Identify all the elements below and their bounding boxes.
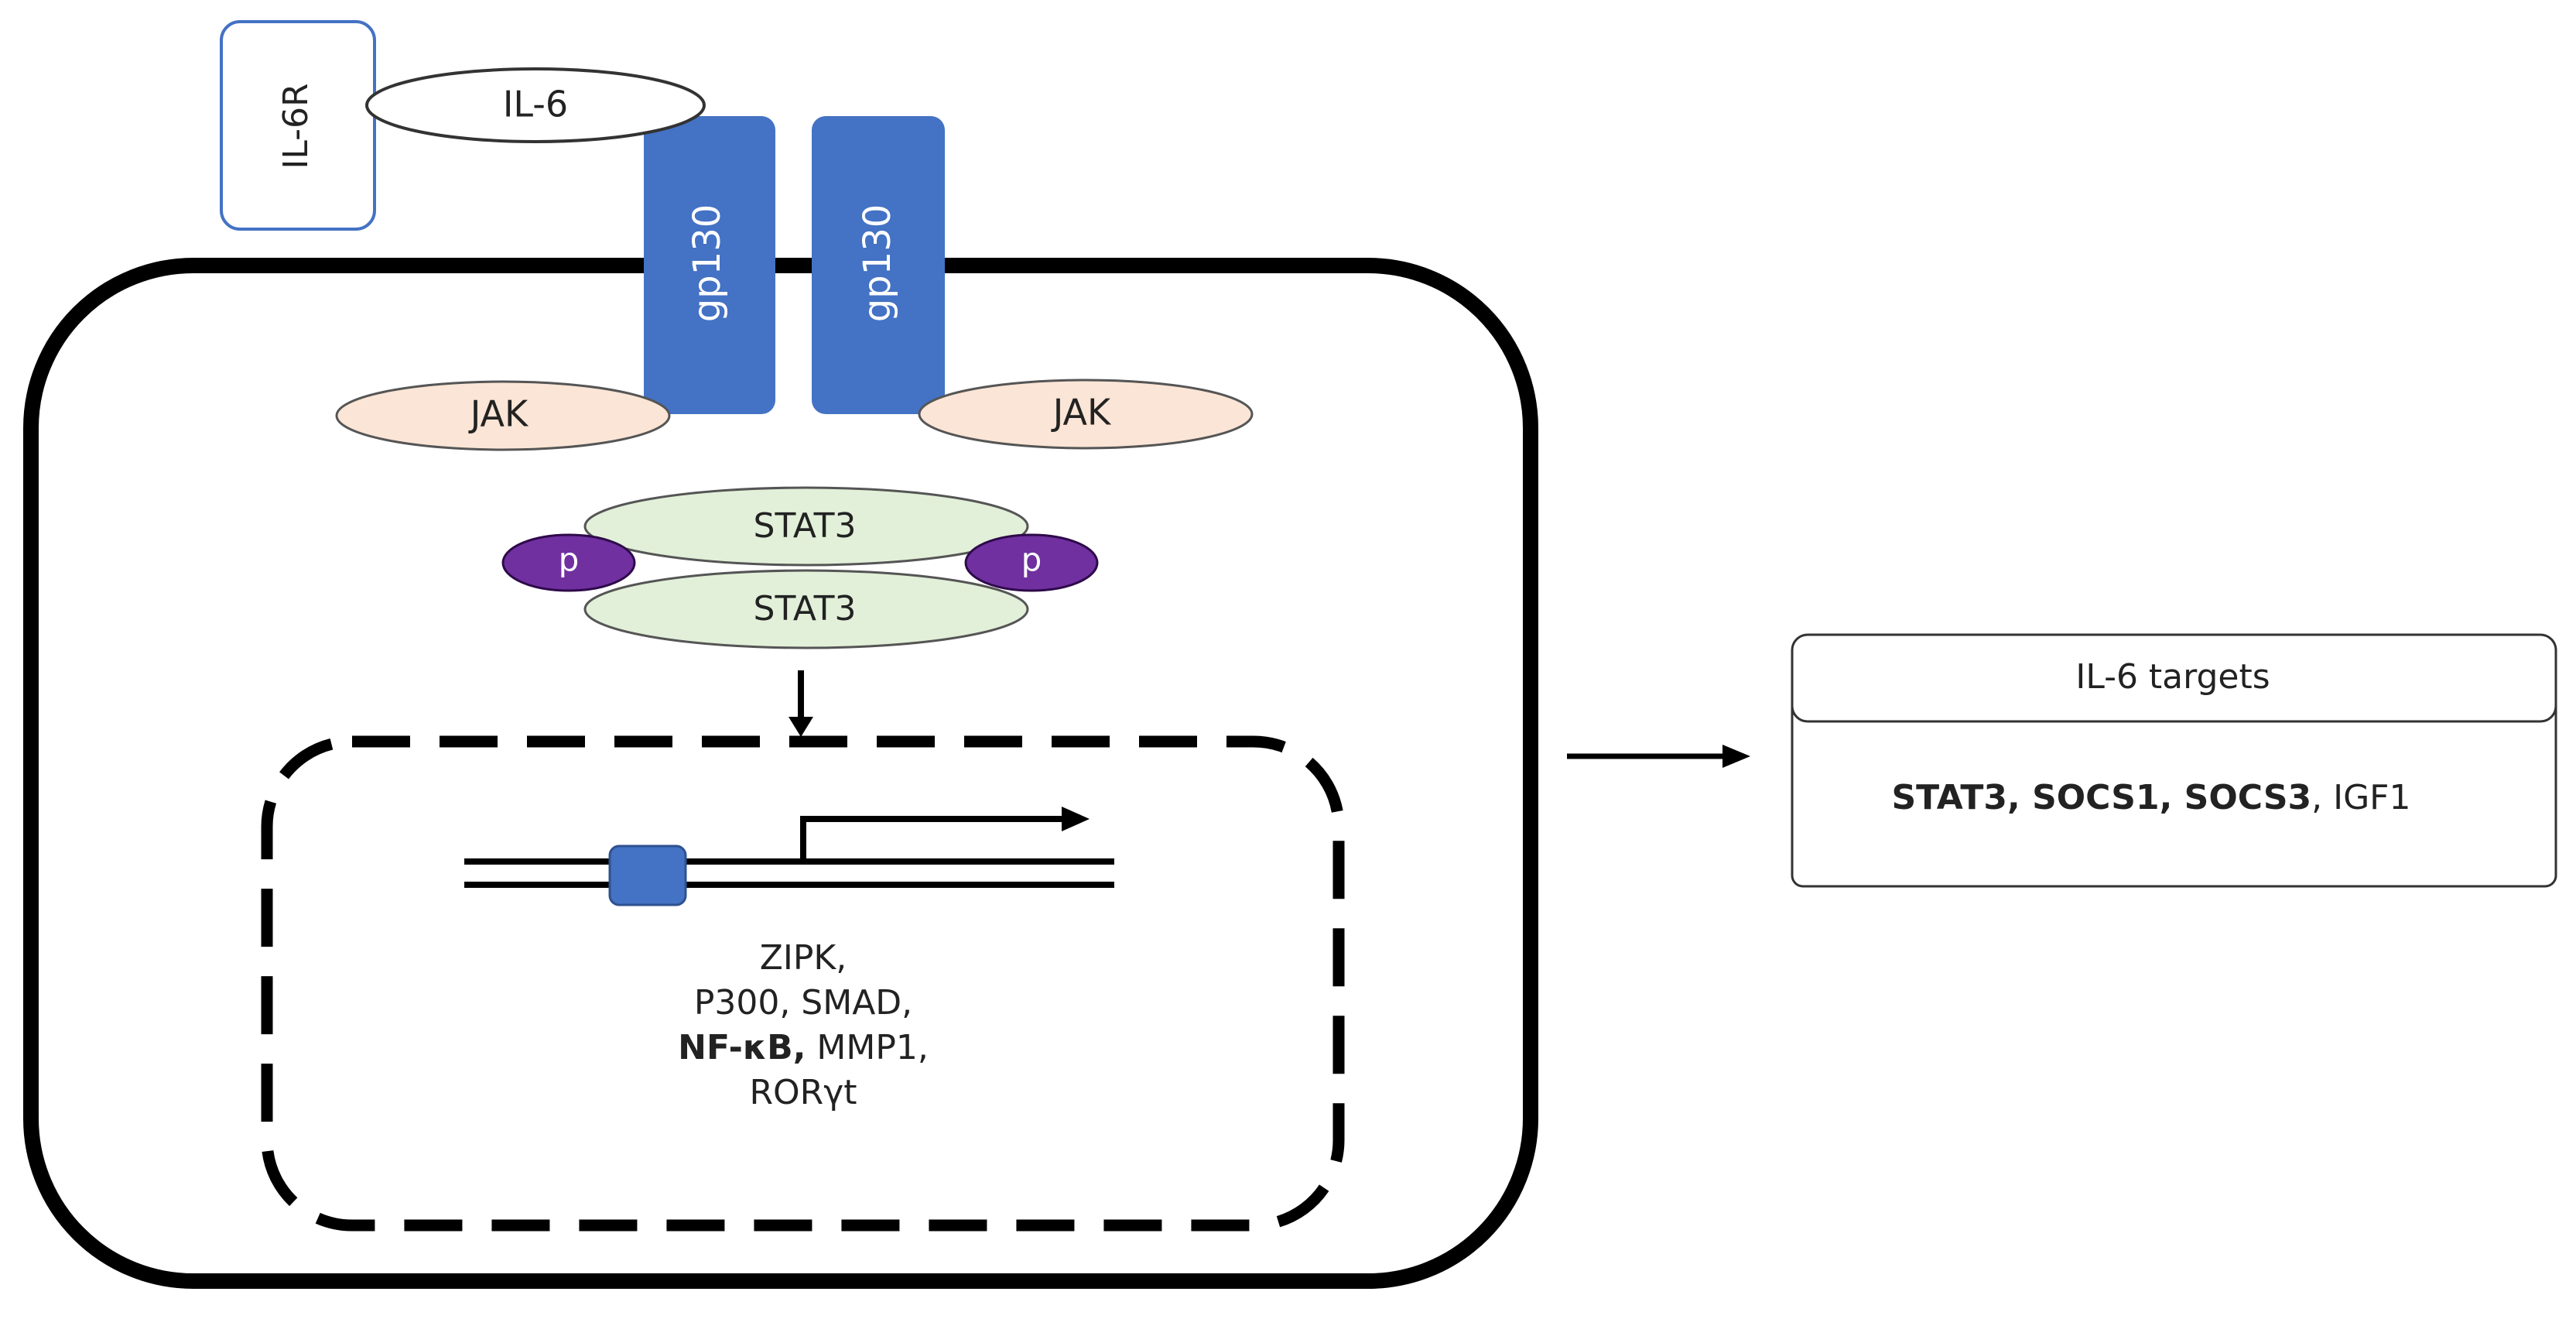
il6-shape xyxy=(365,67,706,143)
il6r-label: IL-6R xyxy=(276,83,316,169)
gene-list-line: P300, SMAD, xyxy=(694,983,912,1023)
il6-ligand: IL-6 xyxy=(365,67,706,143)
targets-box-header-shape xyxy=(1791,633,2557,723)
jak-right-shape xyxy=(918,379,1254,450)
il6-label: IL-6 xyxy=(503,84,568,125)
stat3-dimer: STAT3 STAT3 p p xyxy=(501,486,1099,649)
gp130-right: gp130 xyxy=(812,116,945,414)
cell-membrane xyxy=(23,258,1538,1289)
gp130-left-label: gp130 xyxy=(686,204,729,323)
targets-box-list: STAT3, SOCS1, SOCS3, IGF1 xyxy=(1891,778,2410,817)
gp130-right-shape xyxy=(812,116,945,414)
target-gene: SOCS1, xyxy=(2032,778,2184,817)
stat3-bottom-shape xyxy=(583,569,1029,649)
jak-right: JAK xyxy=(918,379,1254,450)
transcription-arrow xyxy=(800,807,1090,862)
translocation-arrow xyxy=(789,670,813,737)
target-gene: SOCS3 xyxy=(2184,778,2312,817)
il6r-shape xyxy=(220,20,376,231)
gp130-left: gp130 xyxy=(644,116,775,414)
gene-list-line: NF-κB, MMP1, xyxy=(678,1028,929,1067)
il6r-receptor: IL-6R xyxy=(220,20,376,231)
gene-name: ZIPK, xyxy=(760,938,847,978)
stat3-bottom-label: STAT3 xyxy=(754,589,857,629)
gp130-left-shape xyxy=(644,116,775,414)
stat3-top-label: STAT3 xyxy=(754,506,857,546)
jak-right-label: JAK xyxy=(1051,392,1112,433)
gene-name: MMP1, xyxy=(806,1028,928,1067)
phospho-right-label: p xyxy=(1021,541,1042,579)
nucleus-boundary xyxy=(261,735,1345,1232)
gene-name: P300, SMAD, xyxy=(694,983,912,1023)
promoter-box xyxy=(608,845,687,906)
target-gene: STAT3, xyxy=(1891,778,2032,817)
gene-name: RORγt xyxy=(749,1073,857,1112)
phospho-right-shape xyxy=(964,533,1099,592)
target-gene: , IGF1 xyxy=(2311,778,2410,817)
jak-left-shape xyxy=(335,380,671,451)
targets-box: IL-6 targets STAT3, SOCS1, SOCS3, IGF1 xyxy=(1791,633,2557,888)
phospho-left-label: p xyxy=(559,541,580,579)
dna-strand xyxy=(464,845,1114,906)
gene-name: NF-κB, xyxy=(678,1028,806,1067)
jak-left-label: JAK xyxy=(468,393,529,435)
nuclear-gene-list: ZIPK, P300, SMAD, NF-κB, MMP1, RORγt xyxy=(678,938,929,1112)
gp130-right-label: gp130 xyxy=(856,204,899,323)
phospho-left-shape xyxy=(501,533,636,592)
targets-box-header: IL-6 targets xyxy=(2075,657,2270,697)
stat3-top-shape xyxy=(583,486,1029,567)
gene-list-line: RORγt xyxy=(749,1073,857,1112)
output-arrow xyxy=(1567,745,1750,768)
jak-left: JAK xyxy=(335,380,671,451)
gene-list-line: ZIPK, xyxy=(760,938,847,978)
